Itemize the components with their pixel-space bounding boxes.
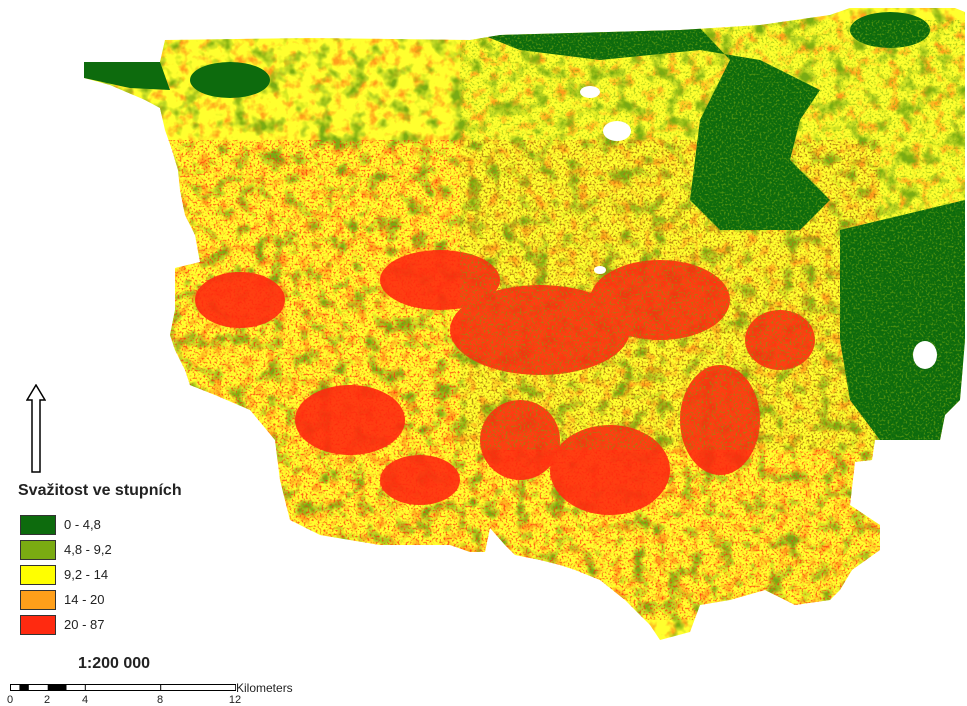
legend-label: 9,2 - 14 xyxy=(64,567,109,582)
legend-swatch xyxy=(20,565,56,585)
scale-tick: 8 xyxy=(156,694,164,706)
north-arrow-icon xyxy=(26,384,46,473)
legend-swatch xyxy=(20,615,56,635)
scale-unit: Kilometers xyxy=(236,681,293,695)
legend-swatch xyxy=(20,540,56,560)
scale-tick: 0 xyxy=(6,694,14,706)
scale-ratio: 1:200 000 xyxy=(78,655,151,672)
legend-title: Svažitost ve stupních xyxy=(18,482,182,499)
scale-bar xyxy=(10,684,236,691)
legend-label: 14 - 20 xyxy=(64,592,105,607)
scale-tick: 12 xyxy=(228,694,242,706)
scale-tick: 2 xyxy=(43,694,51,706)
scale-tick: 4 xyxy=(81,694,89,706)
legend-label: 20 - 87 xyxy=(64,617,105,632)
legend-swatch xyxy=(20,590,56,610)
legend-swatch xyxy=(20,515,56,535)
legend-label: 0 - 4,8 xyxy=(64,517,101,532)
legend-label: 4,8 - 9,2 xyxy=(64,542,112,557)
